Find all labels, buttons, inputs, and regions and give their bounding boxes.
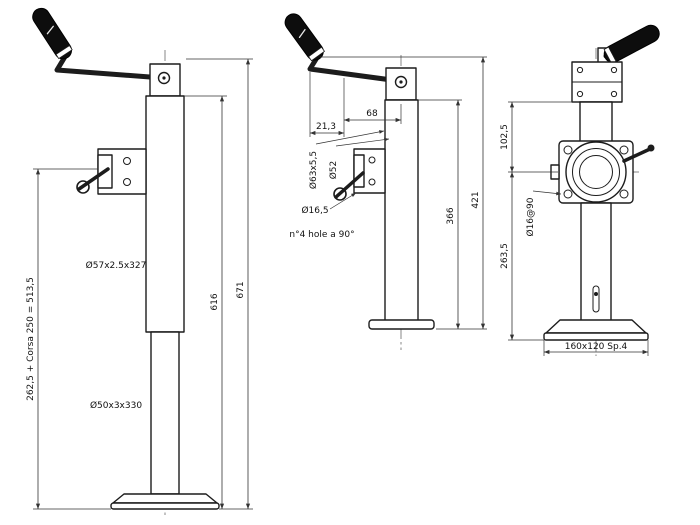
side-crank-pivot-center: [399, 80, 403, 84]
dim-2635-label: 263,5: [500, 243, 510, 269]
rear-clamp-lever-knob: [647, 144, 655, 152]
side-clamp-bracket: [333, 148, 386, 201]
rear-gearbox-bolt: [610, 90, 618, 98]
side-grip-body: [284, 13, 324, 61]
dim-pin-hole-label: Ø16,5: [301, 205, 328, 216]
dim-421-label: 421: [471, 191, 481, 208]
leader-line: [329, 192, 357, 210]
front-clamp-pin-ring: [76, 180, 90, 194]
leader-line: [315, 130, 385, 145]
rear-grip-body: [603, 24, 660, 63]
side-clamp-pin: [334, 171, 365, 199]
rear-gearbox-bolt: [576, 90, 584, 98]
side-gear-housing: [385, 67, 417, 101]
side-dimensions: 68 21,3 Ø63x5,5 Ø52 Ø16,5 n°4 hole a 90°…: [289, 56, 487, 330]
side-tube: [384, 99, 419, 323]
rear-slot-pin: [594, 292, 598, 296]
dim-671-label: 671: [236, 281, 246, 298]
side-view: 68 21,3 Ø63x5,5 Ø52 Ø16,5 n°4 hole a 90°…: [284, 13, 487, 350]
side-clamp-plate: [353, 154, 365, 188]
dim-616-label: 616: [210, 293, 220, 310]
rear-clamp-ring-middle: [572, 148, 620, 196]
rear-flange-bolt-hole: [563, 189, 573, 199]
dim-213-label: 21,3: [316, 122, 336, 132]
rear-flange-bolt-hole: [619, 145, 629, 155]
dim-inner-tube-label: Ø52: [328, 161, 339, 180]
rear-foot-base: [543, 332, 649, 341]
rear-clamp-ring-inner: [579, 155, 613, 189]
rear-flange-bolt-hole: [619, 189, 629, 199]
leader-line: [335, 137, 390, 147]
dim-stroke-label: 262,5 + Corsa 250 = 513,5: [26, 277, 36, 401]
front-inner-tube: [150, 331, 180, 495]
rear-upper-tube: [579, 101, 613, 143]
dim-68-label: 68: [366, 109, 378, 119]
note-holes-label: n°4 hole a 90°: [289, 230, 354, 240]
rear-clamp-lever: [622, 147, 652, 163]
rear-flange-bolt-hole: [563, 145, 573, 155]
rear-lower-tube: [580, 202, 612, 323]
front-crank-grip: [32, 7, 73, 60]
rear-gear-housing: [571, 61, 623, 103]
side-crank-grip: [284, 13, 326, 62]
front-grip-ferrule: [55, 45, 73, 60]
front-grip-logo-mark: [46, 25, 54, 35]
rear-clamp-ring-outer: [565, 141, 627, 203]
front-clamp-bolt-top: [123, 157, 131, 165]
side-clamp-bolt-top: [368, 156, 376, 164]
front-dimensions: 262,5 + Corsa 250 = 513,5 616 671 Ø57x2.…: [26, 58, 253, 510]
rear-gearbox-bolt: [576, 66, 584, 74]
front-grip-body: [32, 7, 73, 60]
side-clamp-bolt-bottom: [368, 178, 376, 186]
front-outer-tube: [145, 95, 185, 333]
dim-inner-tube-label: Ø50x3x330: [90, 400, 142, 411]
rear-dimensions: 102,5 263,5 Ø16@90 160x120 Sp.4: [500, 101, 649, 356]
front-clamp-pin: [77, 167, 110, 191]
side-grip-logo-mark: [298, 28, 306, 38]
dim-366-label: 366: [446, 207, 456, 224]
dim-bolt-holes-label: Ø16@90: [525, 197, 536, 236]
front-foot-plate: [110, 493, 220, 510]
dim-clamp-tube-label: Ø63x5,5: [308, 151, 319, 189]
side-grip-ferrule: [308, 46, 326, 62]
dim-outer-tube-label: Ø57x2.5x327: [86, 260, 147, 271]
front-clamp-bracket: [76, 148, 147, 195]
rear-foot-plate: [543, 319, 649, 341]
side-clamp-pin-ring: [333, 187, 347, 201]
front-crank-arm: [54, 52, 166, 81]
rear-foot-top: [545, 319, 647, 334]
leader-line: [532, 190, 562, 196]
front-foot-top: [112, 493, 218, 504]
front-foot-base: [110, 502, 220, 510]
rear-crank-grip: [603, 24, 660, 65]
rear-tube-slot: [592, 285, 600, 313]
rear-view: 102,5 263,5 Ø16@90 160x120 Sp.4: [500, 24, 660, 356]
front-clamp-bolt-bottom: [123, 178, 131, 186]
dim-1025-label: 102,5: [500, 124, 510, 150]
front-view: 262,5 + Corsa 250 = 513,5 616 671 Ø57x2.…: [26, 7, 253, 518]
front-crank-pivot-center: [162, 76, 166, 80]
side-foot-plate: [368, 319, 435, 330]
rear-clamp-assembly: [550, 140, 655, 204]
rear-gearbox-bolt: [610, 66, 618, 74]
dim-base-plate-label: 160x120 Sp.4: [565, 342, 628, 352]
